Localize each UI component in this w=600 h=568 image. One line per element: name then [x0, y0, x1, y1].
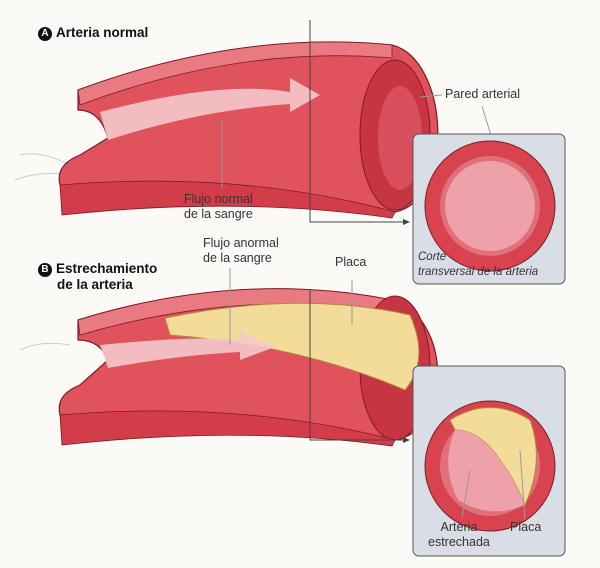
label-line: transversal de la arteria	[418, 266, 539, 278]
normal-artery	[14, 41, 439, 219]
connector-line-b	[309, 290, 408, 441]
label-line: de la sangre	[184, 207, 253, 221]
badge-b: B	[38, 263, 52, 277]
section-a-heading: A Arteria normal	[38, 25, 148, 41]
narrowed-artery	[19, 288, 439, 447]
badge-a: A	[38, 27, 52, 41]
section-b-title-1: Estrechamiento	[56, 261, 158, 276]
label-line: Flujo normal	[184, 192, 253, 206]
label-line: Flujo anormal	[203, 236, 279, 250]
label-line: Corte	[418, 251, 447, 263]
normal-flow-arrow	[100, 78, 320, 140]
label-line: Arteria	[440, 520, 478, 534]
label-pared-arterial: Pared arterial	[445, 87, 521, 101]
connector-line-a	[309, 20, 408, 223]
label-line: estrechada	[428, 535, 490, 549]
section-b-title-2: de la arteria	[57, 277, 133, 292]
section-a-title: Arteria normal	[56, 25, 149, 40]
abnormal-flow-arrow	[100, 332, 275, 368]
label-line: de la sangre	[203, 251, 272, 265]
label-placa-top: Placa	[335, 255, 367, 269]
label-placa-box: Placa	[510, 520, 542, 534]
label-corte-transversal: Corte transversal de la arteria	[418, 250, 538, 280]
